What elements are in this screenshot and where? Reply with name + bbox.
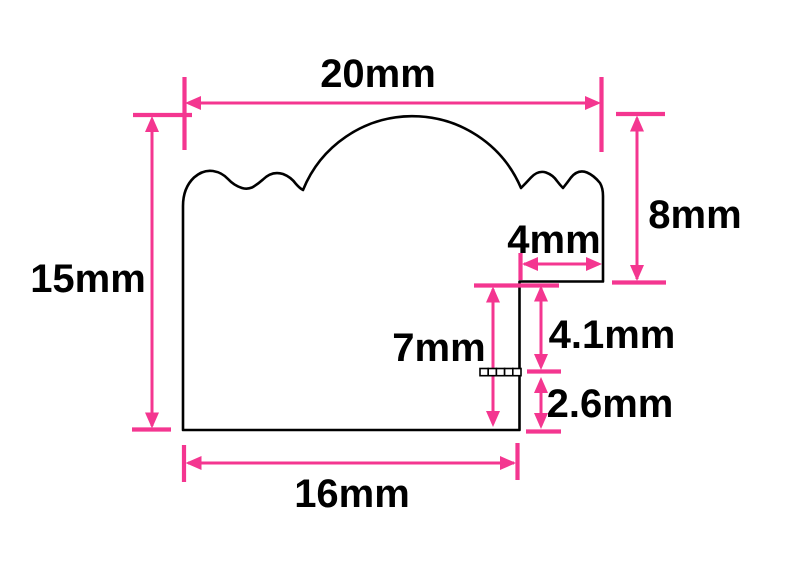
dimension-rebate-width: 4mm <box>507 218 602 280</box>
dimension-top-width: 20mm <box>182 52 604 152</box>
dimension-left-height: 15mm <box>30 112 192 432</box>
dim-arrow-up-icon <box>534 377 548 393</box>
dimension-upper-step: 4.1mm <box>527 285 676 374</box>
dimension-right-height: 8mm <box>612 111 742 285</box>
dash-segment <box>511 367 522 377</box>
moulding-profile-outline <box>181 114 605 432</box>
dimension-label-top-width: 20mm <box>320 52 436 96</box>
dim-arrow-up-icon <box>534 285 548 302</box>
dim-arrow-down-icon <box>630 265 644 281</box>
dimension-bottom-width: 16mm <box>181 443 520 516</box>
dim-arrow-down-icon <box>534 413 548 429</box>
dash-segment <box>495 367 506 377</box>
dim-arrow-up-icon <box>145 116 159 132</box>
dimension-label-bottom-width: 16mm <box>294 472 410 516</box>
dimension-lower-step: 2.6mm <box>526 377 674 434</box>
dim-arrow-left-icon <box>185 456 202 470</box>
dim-arrow-right-icon <box>586 257 602 271</box>
dimension-label-left-height: 15mm <box>30 257 146 301</box>
dim-arrow-right-icon <box>500 456 516 470</box>
dash-segment <box>479 367 489 377</box>
dash-segment <box>487 367 498 377</box>
dim-arrow-up-icon <box>630 115 644 132</box>
dim-arrow-left-icon <box>185 96 201 110</box>
hidden-edge-dashed-line <box>479 367 522 377</box>
dim-arrow-left-icon <box>522 257 538 271</box>
dimension-rebate-depth: 7mm <box>392 283 559 427</box>
dim-arrow-up-icon <box>486 286 500 303</box>
dimension-label-rebate-width: 4mm <box>507 218 600 262</box>
dim-arrow-down-icon <box>145 412 159 429</box>
dimension-label-lower-step: 2.6mm <box>547 382 674 426</box>
dim-arrow-down-icon <box>486 411 500 427</box>
dimension-label-upper-step: 4.1mm <box>549 313 676 357</box>
dimension-label-rebate-depth: 7mm <box>392 326 485 370</box>
dimension-label-right-height: 8mm <box>648 193 741 237</box>
dim-arrow-down-icon <box>534 354 548 370</box>
dash-segment <box>503 367 514 377</box>
dim-arrow-right-icon <box>585 96 601 110</box>
